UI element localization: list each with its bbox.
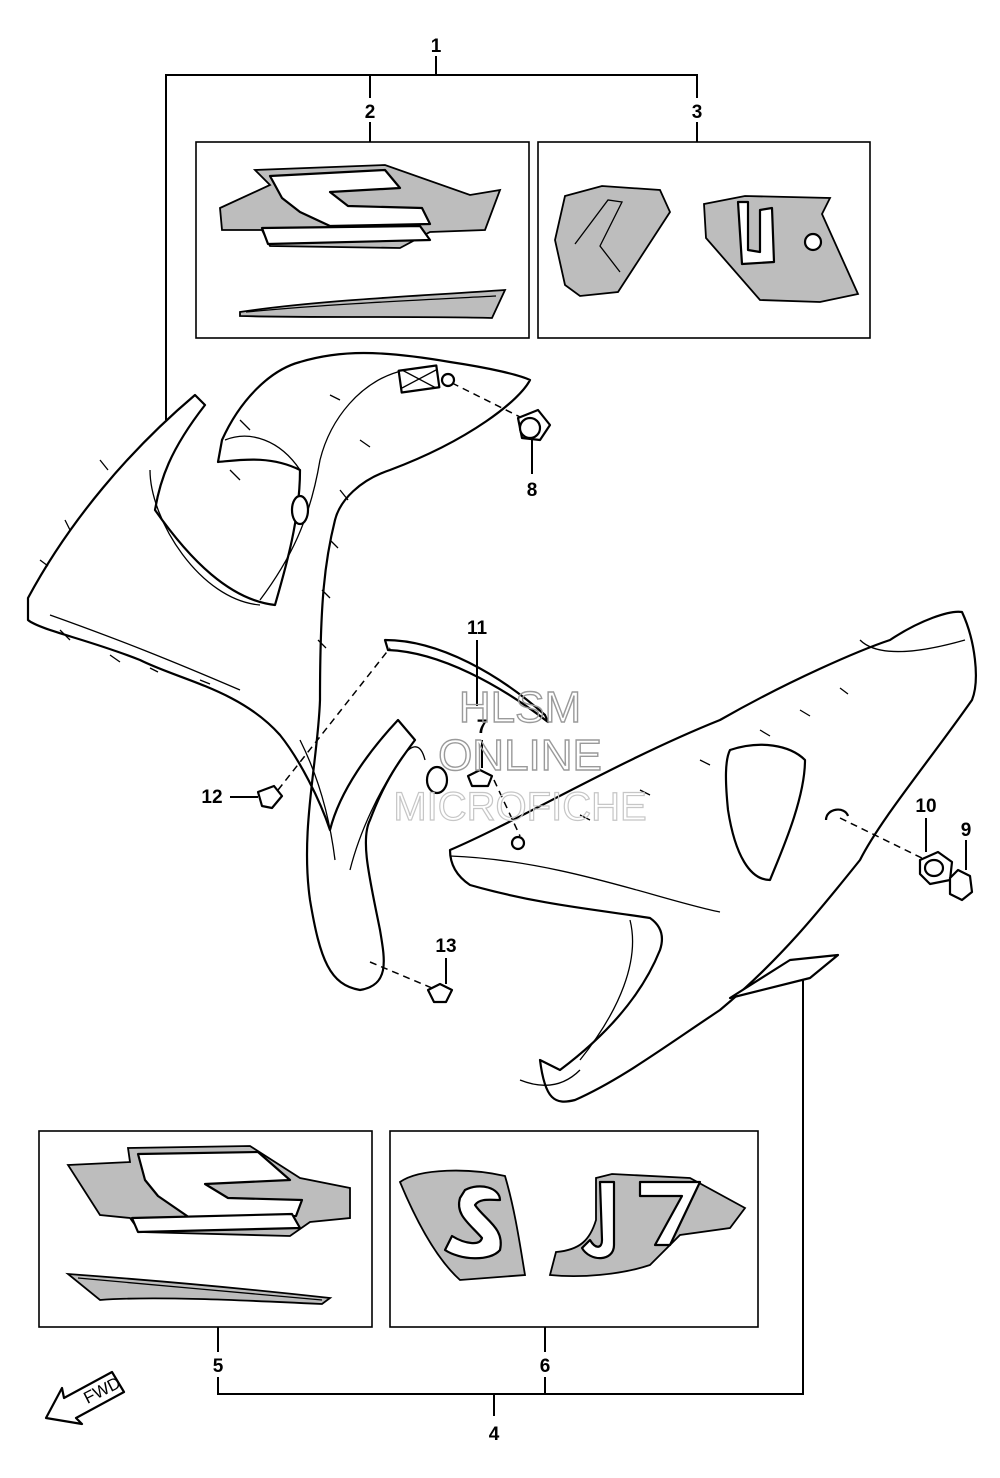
fwd-direction-indicator: FWD (44, 1370, 126, 1426)
upper-fairing (26, 351, 532, 992)
grommet-part-8 (451, 382, 552, 474)
watermark-line-3: MICROFICHE (393, 785, 646, 829)
watermark: HLSM ONLINE MICROFICHE (393, 682, 648, 829)
callout-11: 11 (467, 618, 488, 639)
callout-12: 12 (201, 787, 222, 808)
callout-3: 3 (692, 102, 703, 123)
callout-5: 5 (213, 1356, 224, 1377)
arrow-down-left-icon (44, 1370, 126, 1426)
watermark-line-1: HLSM (459, 683, 581, 732)
callout-10: 10 (915, 796, 936, 817)
decal-box-2 (195, 141, 530, 339)
callout-4: 4 (489, 1424, 500, 1445)
callout-tree-bottom (217, 980, 804, 1416)
callout-2: 2 (365, 102, 376, 123)
screw-part-7 (466, 740, 521, 837)
decal-box-3 (537, 141, 871, 339)
callout-1: 1 (431, 36, 442, 57)
callout-tree-top (165, 56, 698, 420)
side-fairing-panel (448, 610, 977, 1103)
watermark-line-2: ONLINE (438, 731, 602, 780)
callout-9: 9 (961, 820, 972, 841)
callout-13: 13 (435, 936, 456, 957)
bolt-and-collar-parts-9-10 (839, 817, 974, 902)
screw-part-13 (369, 958, 454, 1004)
callout-7: 7 (477, 717, 488, 738)
trim-strip-part-11 (383, 638, 550, 724)
decal-box-5 (38, 1130, 373, 1328)
rivet-part-12 (230, 647, 391, 810)
decal-box-6 (389, 1130, 759, 1328)
callout-6: 6 (540, 1356, 551, 1377)
callout-8: 8 (527, 480, 538, 501)
